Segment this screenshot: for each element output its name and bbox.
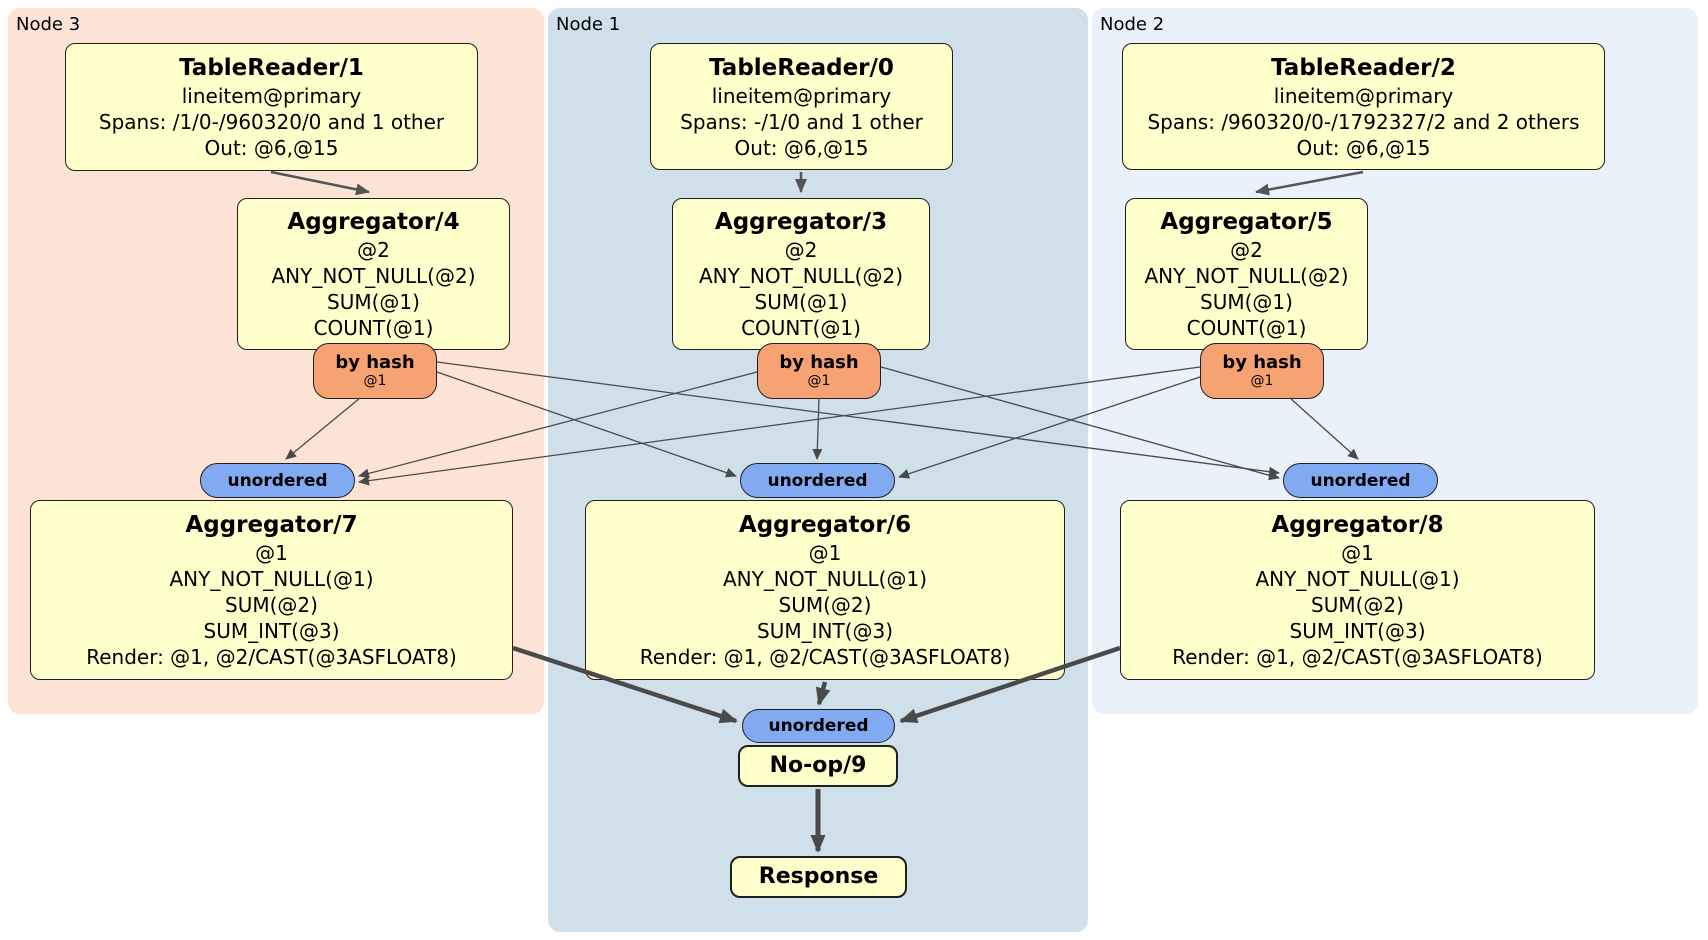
processor-line: ANY_NOT_NULL(@1): [1255, 567, 1460, 591]
sync-label: unordered: [767, 470, 868, 491]
processor-line: Render: @1, @2/CAST(@3ASFLOAT8): [86, 645, 457, 669]
region-node2-label: Node 2: [1100, 14, 1165, 35]
processor-title: TableReader/1: [179, 55, 364, 81]
processor-line: SUM(@1): [327, 290, 420, 314]
processor-line: Spans: /960320/0-/1792327/2 and 2 others: [1147, 109, 1580, 134]
processor-line: SUM_INT(@3): [757, 619, 893, 643]
processor-line: Render: @1, @2/CAST(@3ASFLOAT8): [639, 645, 1011, 669]
processor-line: @2: [357, 238, 390, 262]
processor-line: ANY_NOT_NULL(@1): [169, 567, 374, 591]
processor-title: Aggregator/5: [1160, 209, 1333, 235]
sync-unordered-8: unordered: [1283, 463, 1438, 498]
processor-title: Aggregator/6: [738, 512, 912, 538]
processor-line: Out: @6,@15: [734, 135, 869, 160]
processor-line: Out: @6,@15: [204, 136, 339, 160]
sync-unordered-7: unordered: [200, 463, 355, 498]
processor-line: SUM(@2): [225, 593, 318, 617]
processor-line: Spans: /1/0-/960320/0 and 1 other: [98, 110, 445, 134]
sync-label: unordered: [227, 470, 328, 491]
processor-response: Response: [730, 856, 907, 898]
processor-aggregator-5: Aggregator/5 @2 ANY_NOT_NULL(@2) SUM(@1)…: [1125, 198, 1368, 350]
processor-line: Spans: -/1/0 and 1 other: [680, 109, 923, 134]
processor-line: ANY_NOT_NULL(@2): [699, 264, 903, 288]
processor-line: SUM(@1): [754, 290, 848, 314]
processor-aggregator-6: Aggregator/6 @1 ANY_NOT_NULL(@1) SUM(@2)…: [585, 500, 1065, 680]
sync-unordered-9: unordered: [742, 709, 895, 743]
processor-aggregator-8: Aggregator/8 @1 ANY_NOT_NULL(@1) SUM(@2)…: [1120, 500, 1595, 680]
processor-line: COUNT(@1): [313, 316, 434, 340]
processor-line: SUM(@2): [778, 593, 872, 617]
processor-line: SUM_INT(@3): [203, 619, 340, 643]
router-key: @1: [807, 373, 831, 389]
router-key: @1: [1250, 373, 1274, 389]
processor-line: SUM(@1): [1200, 290, 1293, 314]
processor-tablereader-1: TableReader/1 lineitem@primary Spans: /1…: [65, 43, 478, 171]
processor-title: No-op/9: [769, 753, 867, 778]
processor-line: @2: [784, 238, 818, 262]
processor-line: COUNT(@1): [741, 316, 861, 340]
processor-line: @1: [1341, 541, 1374, 565]
processor-title: Aggregator/8: [1271, 512, 1444, 538]
sync-unordered-6: unordered: [740, 463, 895, 498]
processor-aggregator-7: Aggregator/7 @1 ANY_NOT_NULL(@1) SUM(@2)…: [30, 500, 513, 680]
sync-label: unordered: [768, 716, 869, 736]
processor-line: @1: [255, 541, 288, 565]
processor-line: ANY_NOT_NULL(@2): [271, 264, 476, 288]
processor-tablereader-2: TableReader/2 lineitem@primary Spans: /9…: [1122, 43, 1605, 170]
router-label: by hash: [1222, 352, 1302, 373]
processor-title: Response: [758, 864, 879, 889]
processor-line: lineitem@primary: [711, 83, 892, 108]
processor-line: lineitem@primary: [181, 84, 362, 108]
processor-line: lineitem@primary: [1273, 83, 1454, 108]
region-node1-label: Node 1: [556, 14, 621, 35]
processor-line: ANY_NOT_NULL(@1): [723, 567, 927, 591]
processor-line: SUM(@2): [1311, 593, 1404, 617]
sync-label: unordered: [1310, 470, 1411, 491]
processor-title: TableReader/2: [1271, 54, 1456, 81]
router-by-hash-3: by hash @1: [757, 343, 881, 399]
processor-line: @2: [1230, 238, 1263, 262]
processor-aggregator-4: Aggregator/4 @2 ANY_NOT_NULL(@2) SUM(@1)…: [237, 198, 510, 350]
processor-noop-9: No-op/9: [738, 745, 898, 787]
processor-line: ANY_NOT_NULL(@2): [1144, 264, 1349, 288]
processor-line: Out: @6,@15: [1296, 135, 1431, 160]
processor-title: TableReader/0: [709, 54, 894, 81]
router-by-hash-5: by hash @1: [1200, 343, 1324, 399]
processor-aggregator-3: Aggregator/3 @2 ANY_NOT_NULL(@2) SUM(@1)…: [672, 198, 930, 350]
processor-line: COUNT(@1): [1186, 316, 1307, 340]
processor-tablereader-0: TableReader/0 lineitem@primary Spans: -/…: [650, 43, 953, 170]
processor-title: Aggregator/3: [714, 209, 888, 235]
processor-line: Render: @1, @2/CAST(@3ASFLOAT8): [1172, 645, 1543, 669]
processor-title: Aggregator/7: [185, 512, 358, 538]
router-label: by hash: [779, 352, 859, 373]
region-node3-label: Node 3: [16, 14, 81, 35]
processor-title: Aggregator/4: [287, 209, 460, 235]
router-key: @1: [363, 373, 387, 389]
processor-line: SUM_INT(@3): [1289, 619, 1426, 643]
router-by-hash-4: by hash @1: [313, 343, 437, 399]
router-label: by hash: [335, 352, 415, 373]
processor-line: @1: [808, 541, 842, 565]
